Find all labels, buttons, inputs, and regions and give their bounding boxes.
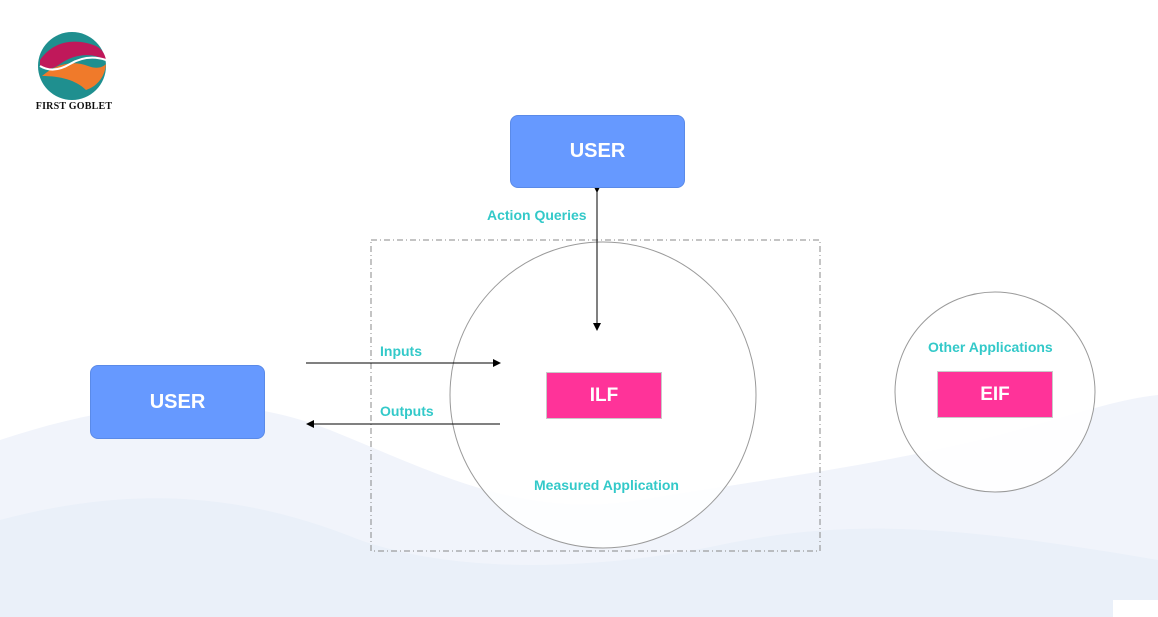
eif-box: EIF xyxy=(937,371,1053,418)
inputs-label: Inputs xyxy=(380,343,422,359)
outputs-label: Outputs xyxy=(380,403,434,419)
logo: FIRST GOBLET xyxy=(3,10,135,138)
other-applications-label: Other Applications xyxy=(928,339,1053,355)
measured-application-label: Measured Application xyxy=(534,477,679,493)
user-left-box: USER xyxy=(90,365,265,439)
logo-text: FIRST GOBLET xyxy=(35,101,113,112)
action-queries-label: Action Queries xyxy=(487,207,587,223)
ilf-box: ILF xyxy=(546,372,662,419)
first-goblet-logo-icon xyxy=(38,32,107,100)
corner-block xyxy=(1113,600,1158,617)
user-top-box: USER xyxy=(510,115,685,188)
